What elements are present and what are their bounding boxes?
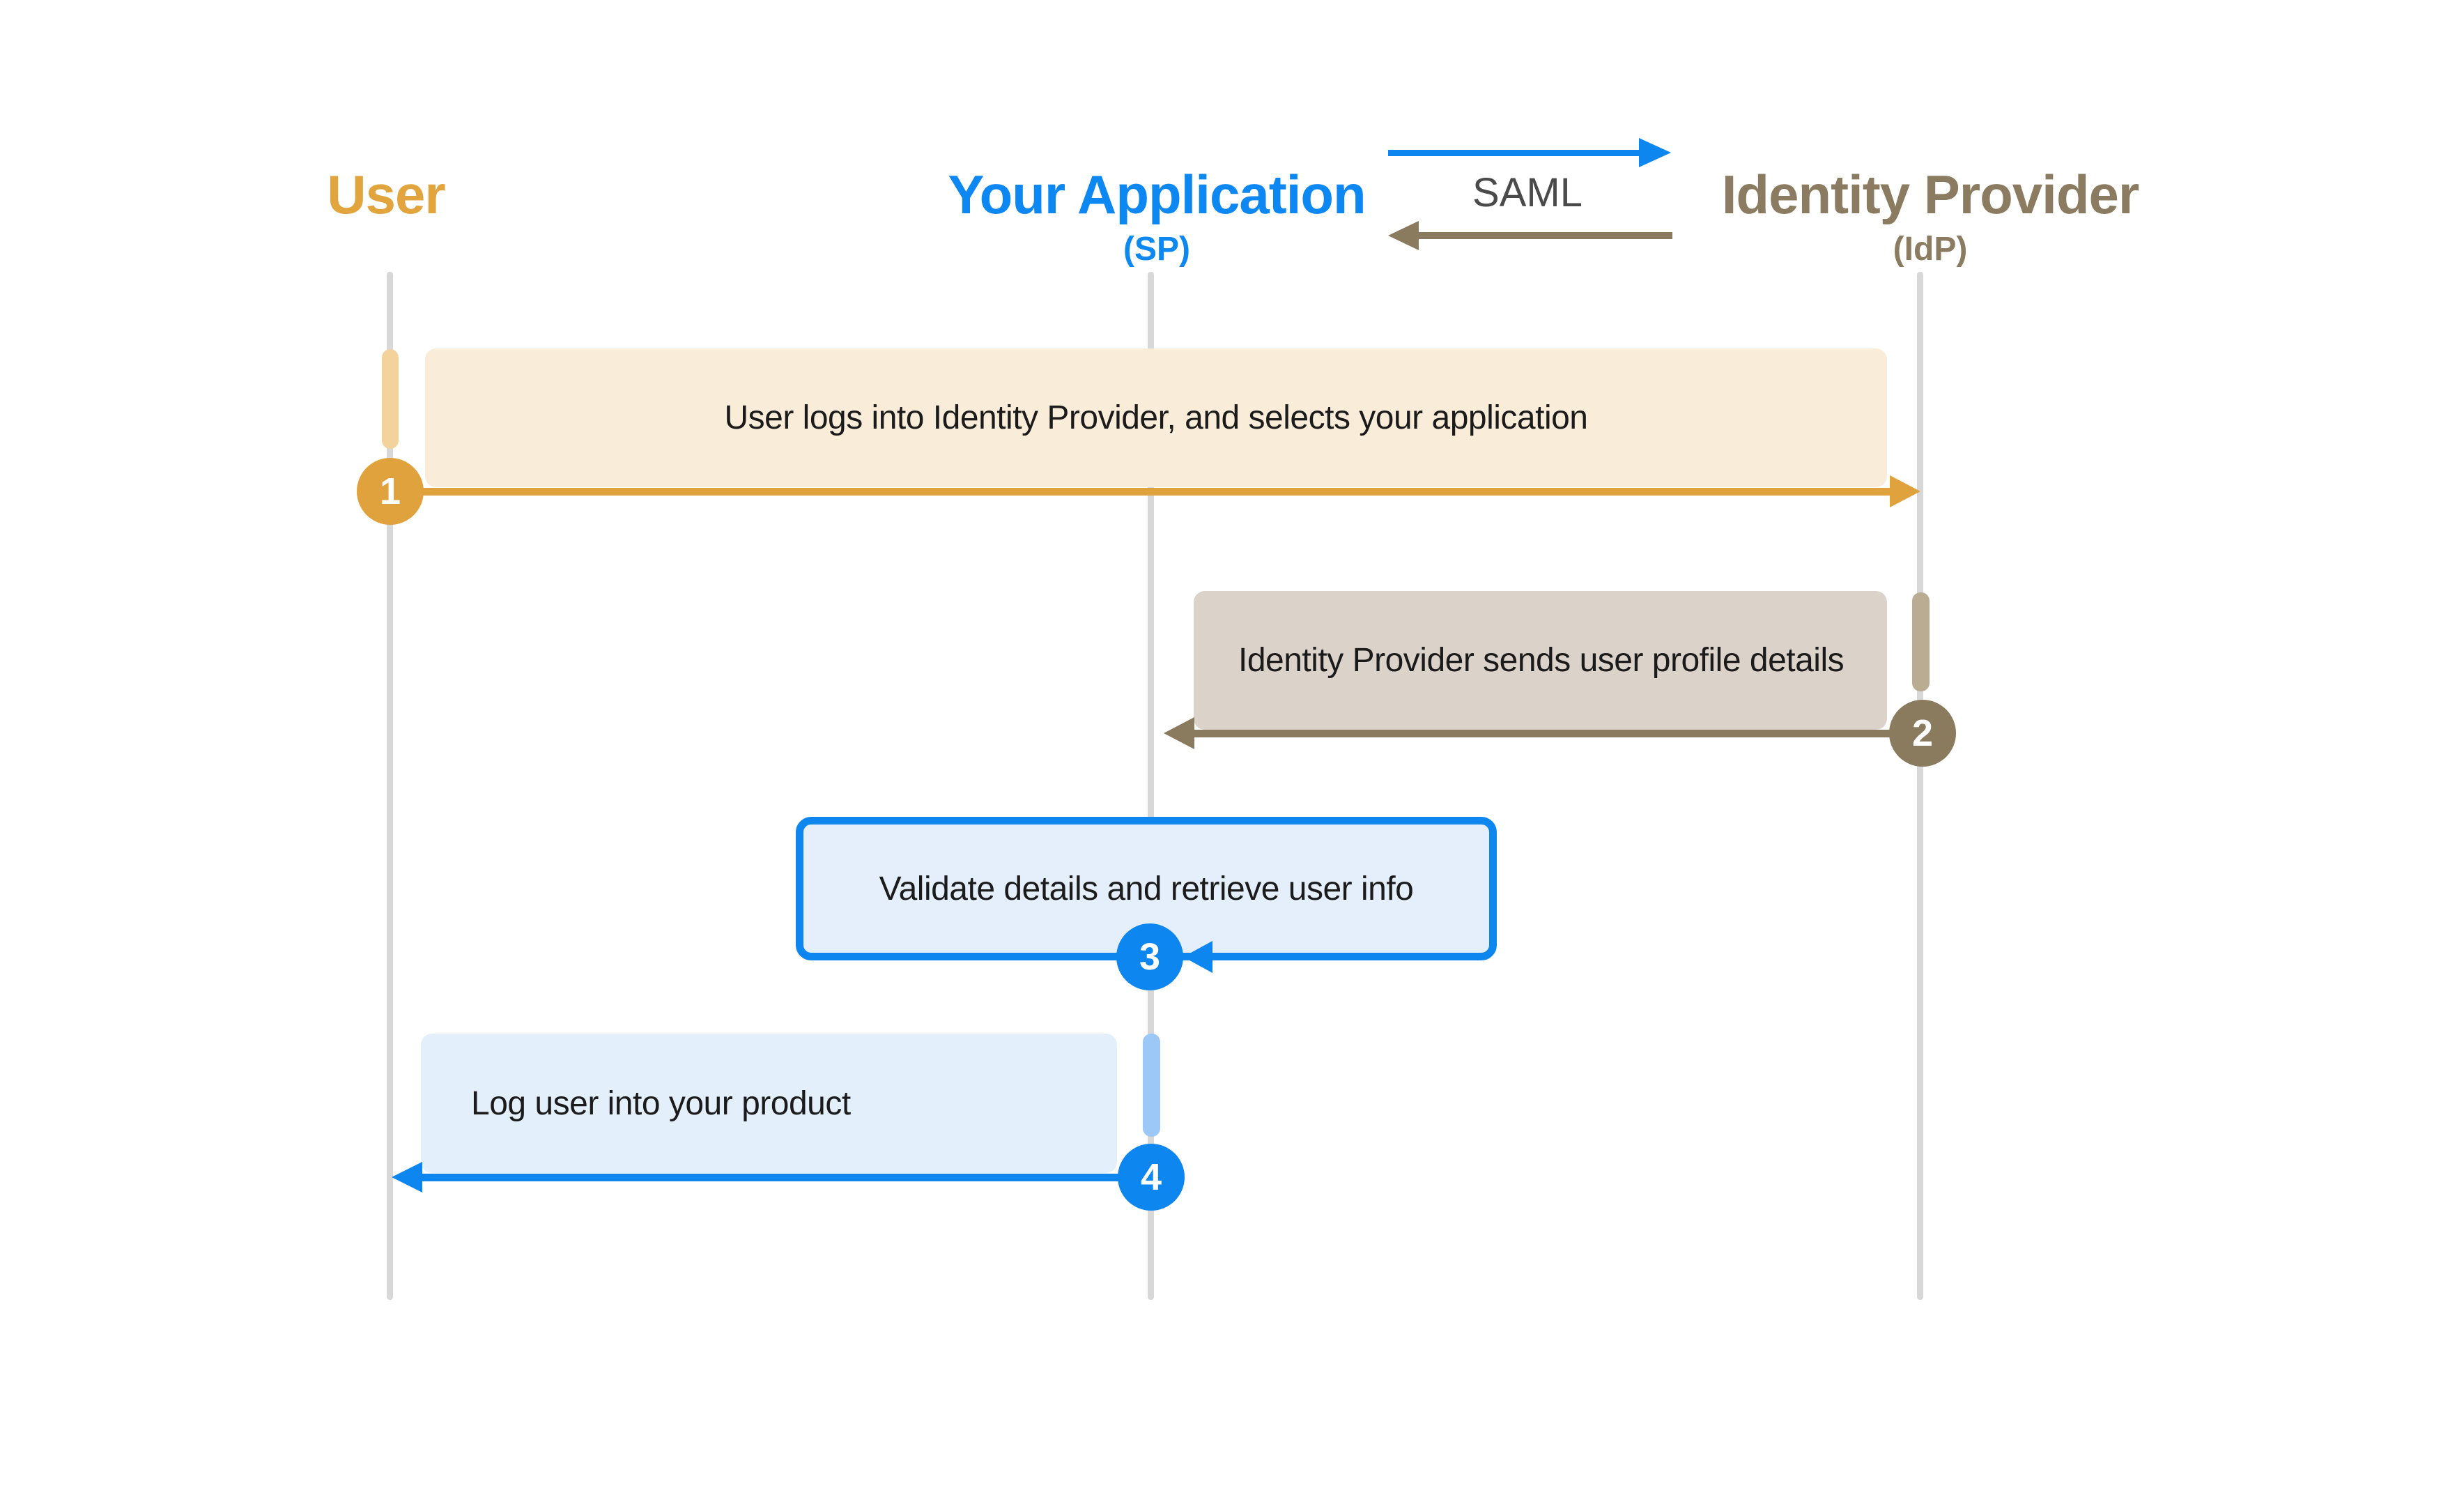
step4-activation-bar <box>1143 1034 1160 1137</box>
step1-number-badge: 1 <box>357 458 424 525</box>
step2-message-box: Identity Provider sends user profile det… <box>1194 591 1887 730</box>
actor-idp-label: Identity Provider <box>1721 164 2139 225</box>
step1-arrowhead-right-icon <box>1890 475 1920 507</box>
saml-response-arrow-line <box>1419 232 1672 239</box>
step1-activation-bar <box>382 349 399 449</box>
step4-message-text: Log user into your product <box>471 1084 851 1122</box>
step1-arrow-line <box>390 488 1890 496</box>
actor-user-label: User <box>327 164 445 225</box>
lifeline-app <box>1148 272 1154 1300</box>
step4-arrow-line <box>418 1174 1119 1181</box>
step4-number: 4 <box>1140 1156 1162 1198</box>
actor-app-sublabel: (SP) <box>1123 231 1190 268</box>
saml-response-arrowhead-icon <box>1388 221 1419 250</box>
step2-activation-bar <box>1912 592 1930 691</box>
step2-message-text: Identity Provider sends user profile det… <box>1238 641 1845 679</box>
step1-number: 1 <box>379 470 401 512</box>
saml-label: SAML <box>1472 170 1583 215</box>
lifeline-user <box>387 272 393 1300</box>
step1-message-box: User logs into Identity Provider, and se… <box>425 348 1887 487</box>
step3-message-text: Validate details and retrieve user info <box>879 870 1414 907</box>
actor-idp-sublabel: (IdP) <box>1893 231 1968 268</box>
step2-arrowhead-left-icon <box>1164 717 1194 749</box>
step3-arrowhead-left-icon <box>1183 941 1212 973</box>
step4-number-badge: 4 <box>1118 1144 1185 1211</box>
lifeline-idp <box>1917 272 1923 1300</box>
saml-request-arrowhead-icon <box>1639 138 1671 167</box>
step2-arrow-line <box>1185 730 1890 737</box>
actor-app-label: Your Application <box>948 164 1366 225</box>
step3-number: 3 <box>1139 936 1161 978</box>
step2-number: 2 <box>1911 712 1934 754</box>
step1-message-text: User logs into Identity Provider, and se… <box>724 399 1588 436</box>
step2-number-badge: 2 <box>1889 700 1956 767</box>
step3-number-badge: 3 <box>1116 923 1183 990</box>
saml-request-arrow-line <box>1388 150 1639 156</box>
step4-message-box: Log user into your product <box>421 1034 1117 1173</box>
step4-arrowhead-left-icon <box>392 1162 422 1192</box>
